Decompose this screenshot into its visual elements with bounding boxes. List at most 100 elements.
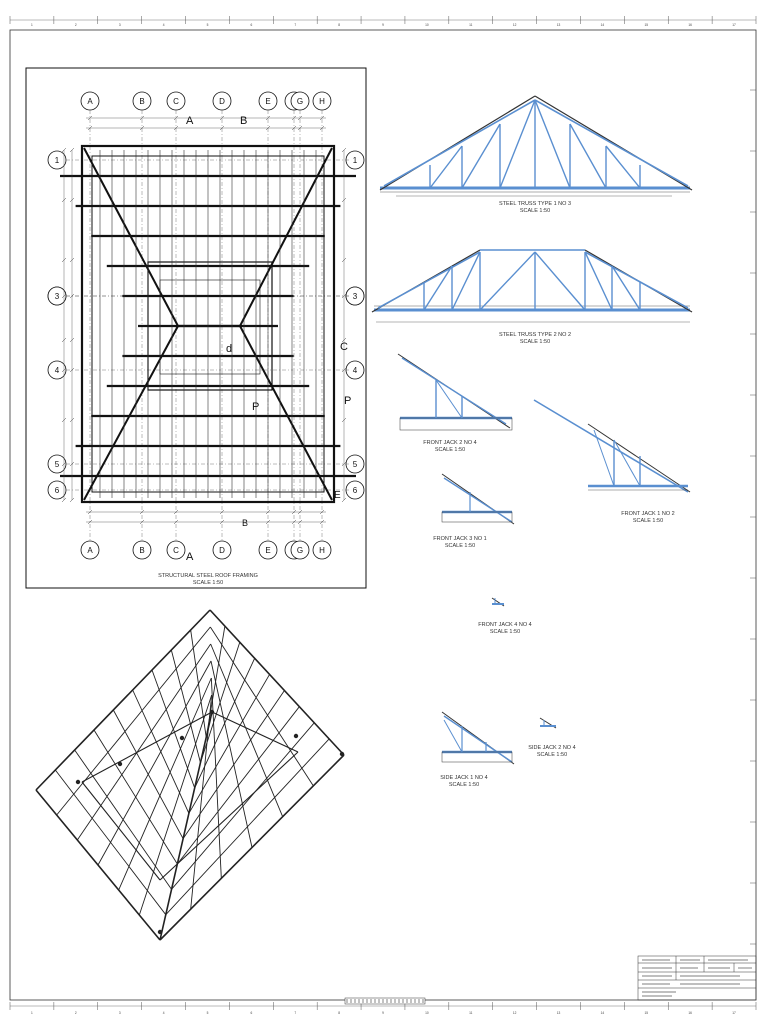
ruler-number-bottom: 2 [75, 1011, 77, 1015]
ruler-number-top: 3 [119, 23, 121, 27]
right-ruler [750, 89, 756, 945]
svg-text:C: C [340, 341, 348, 353]
grid-label: B [139, 97, 144, 106]
svg-text:P: P [252, 401, 259, 413]
grid-bubble [212, 540, 232, 560]
ruler-number-top: 4 [163, 23, 165, 27]
rafters [99, 150, 317, 498]
truss2-scale: SCALE 1:50 [520, 339, 550, 345]
svg-text:B: B [242, 518, 248, 528]
ruler-number-bottom: 13 [557, 1011, 561, 1015]
fj4-scale: SCALE 1:50 [490, 629, 520, 635]
svg-text:P: P [344, 395, 351, 407]
grid-label: 4 [55, 366, 60, 375]
grid-label: 5 [353, 460, 358, 469]
column-grid-top: ABCDEFGH [80, 91, 332, 111]
ruler-number-bottom: 3 [119, 1011, 121, 1015]
truss1-title: STEEL TRUSS TYPE 1 NO 3 [499, 201, 571, 207]
grid-label: E [265, 546, 270, 555]
grid-bubble [166, 540, 186, 560]
svg-text:A: A [186, 551, 194, 563]
grid-label: 4 [353, 366, 358, 375]
grid-label: 3 [353, 292, 358, 301]
plan-frame [25, 67, 367, 589]
sj2-scale: SCALE 1:50 [537, 752, 567, 758]
grid-label: 6 [55, 486, 60, 495]
truss1-scale: SCALE 1:50 [520, 208, 550, 214]
grid-label: G [297, 97, 303, 106]
ruler-number-top: 13 [557, 23, 561, 27]
fj1-title: FRONT JACK 1 NO 2 [621, 511, 674, 517]
ruler-number-bottom: 17 [732, 1011, 736, 1015]
grid-label: 6 [353, 486, 358, 495]
ruler-number-bottom: 11 [469, 1011, 473, 1015]
truss-type-2: STEEL TRUSS TYPE 2 NO 2 SCALE 1:50 [371, 249, 693, 345]
fj1-scale: SCALE 1:50 [633, 518, 663, 524]
grid-bubble [80, 540, 100, 560]
grid-bubble [132, 540, 152, 560]
grid-label: A [87, 97, 93, 106]
fj3-title: FRONT JACK 3 NO 1 [433, 536, 486, 542]
grid-label: 3 [55, 292, 60, 301]
grid-bubble [312, 540, 332, 560]
grid-label: G [297, 546, 303, 555]
fj3-scale: SCALE 1:50 [445, 543, 475, 549]
ruler-number-bottom: 16 [688, 1011, 692, 1015]
ruler-number-top: 10 [425, 23, 429, 27]
ruler-number-top: 6 [250, 23, 252, 27]
ruler-number-top: 17 [732, 23, 736, 27]
grid-label: C [173, 97, 179, 106]
section-marks: A B C d P P A B E [186, 115, 351, 563]
ruler-number-top: 15 [645, 23, 649, 27]
ruler-number-top: 8 [338, 23, 340, 27]
ruler-number-bottom: 15 [645, 1011, 649, 1015]
front-jack-1: FRONT JACK 1 NO 2 SCALE 1:50 [533, 399, 691, 524]
ruler-number-top: 5 [207, 23, 209, 27]
grid-label: D [219, 546, 225, 555]
svg-text:E: E [334, 490, 341, 501]
ruler-number-top: 9 [382, 23, 384, 27]
grid-bubble [258, 540, 278, 560]
truss2-title: STEEL TRUSS TYPE 2 NO 2 [499, 332, 571, 338]
center-marker [344, 997, 426, 1005]
title-block [637, 955, 757, 1001]
ruler-number-top: 12 [513, 23, 517, 27]
svg-text:d: d [226, 343, 232, 355]
isometric-roof-frame [35, 609, 345, 941]
grid-label: B [139, 546, 144, 555]
fj4-title: FRONT JACK 4 NO 4 [478, 622, 531, 628]
ruler-number-bottom: 10 [425, 1011, 429, 1015]
ruler-number-bottom: 5 [207, 1011, 209, 1015]
side-jack-2: SIDE JACK 2 NO 4 SCALE 1:50 [528, 717, 576, 758]
ruler-number-bottom: 12 [513, 1011, 517, 1015]
ruler-number-bottom: 7 [294, 1011, 296, 1015]
sj1-title: SIDE JACK 1 NO 4 [440, 775, 487, 781]
grid-label: H [319, 97, 325, 106]
ruler-number-bottom: 4 [163, 1011, 165, 1015]
grid-label: 1 [353, 156, 358, 165]
ruler-number-top: 16 [688, 23, 692, 27]
side-jack-1: SIDE JACK 1 NO 4 SCALE 1:50 [440, 711, 515, 788]
ruler-number-top: 14 [601, 23, 605, 27]
grid-label: 1 [55, 156, 60, 165]
grid-label: H [319, 546, 325, 555]
grid-label: D [219, 97, 225, 106]
ruler-number-top: 7 [294, 23, 296, 27]
ruler-number-bottom: 8 [338, 1011, 340, 1015]
grid-label: 5 [55, 460, 60, 469]
sj1-scale: SCALE 1:50 [449, 782, 479, 788]
grid-label: A [87, 546, 93, 555]
ruler-number-top: 1 [31, 23, 33, 27]
svg-text:A: A [186, 115, 194, 127]
grid-label: C [173, 546, 179, 555]
sj2-title: SIDE JACK 2 NO 4 [528, 745, 575, 751]
grid-label: E [265, 97, 270, 106]
ruler-number-top: 11 [469, 23, 473, 27]
front-jack-4: FRONT JACK 4 NO 4 SCALE 1:50 [478, 597, 532, 635]
ruler-number-bottom: 6 [250, 1011, 252, 1015]
ruler-number-bottom: 9 [382, 1011, 384, 1015]
